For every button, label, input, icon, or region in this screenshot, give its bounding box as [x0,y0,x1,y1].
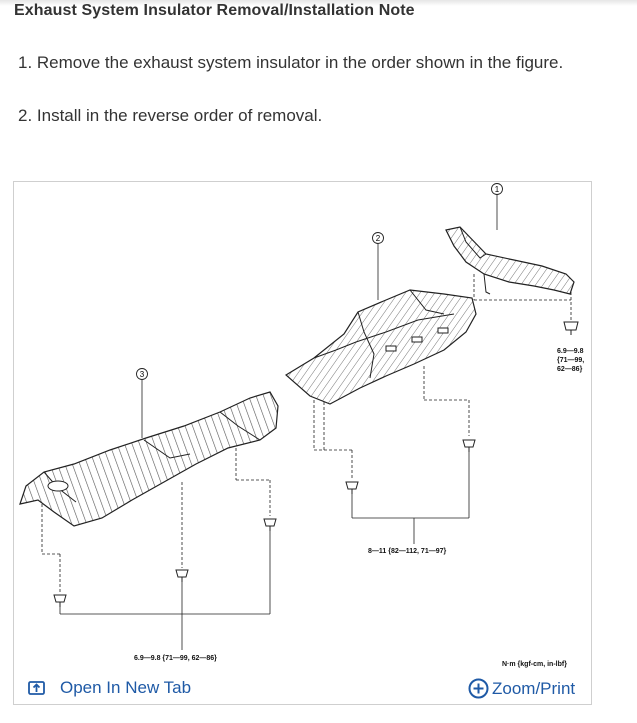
plus-circle-icon [468,678,489,699]
zoom-print-label: Zoom/Print [492,678,576,698]
insulator-part-2 [284,289,477,405]
insulator-figure: 1 2 [13,181,592,705]
insulator-part-3 [19,391,279,527]
nut-icon [345,481,359,494]
top-shadow [0,0,637,6]
callout-marker-1 [491,183,503,195]
torque-spec-part-1: 6.9—9.8 {71—99, 62—86} [557,348,585,373]
open-in-new-tab-icon [28,680,46,696]
zoom-print-button[interactable]: Zoom/Print [468,678,575,699]
nut-icon [563,321,579,335]
open-new-tab-button[interactable]: Open In New Tab [28,678,191,698]
section-heading: Exhaust System Insulator Removal/Install… [14,2,415,19]
instruction-step-1: 1. Remove the exhaust system insulator i… [18,53,564,72]
insulator-diagram: 1 2 [19,183,579,650]
torque-units-note: N·m {kgf-cm, in-lbf} [502,661,567,668]
callout-number-1: 1 [495,185,500,194]
nut-icon [175,569,189,582]
torque-spec-part-2: 8—11 {82—112, 71—97} [368,548,447,555]
torque-spec-part-3: 6.9—9.8 {71—99, 62—86} [134,655,217,662]
nut-icon [263,518,277,531]
callout-number-2: 2 [376,234,381,243]
instruction-step-2: 2. Install in the reverse order of remov… [18,106,323,125]
nut-icon [462,439,476,452]
insulator-part-1 [445,226,575,295]
callout-number-3: 3 [140,370,145,379]
open-new-tab-label: Open In New Tab [60,678,192,697]
nut-icon [53,594,67,607]
